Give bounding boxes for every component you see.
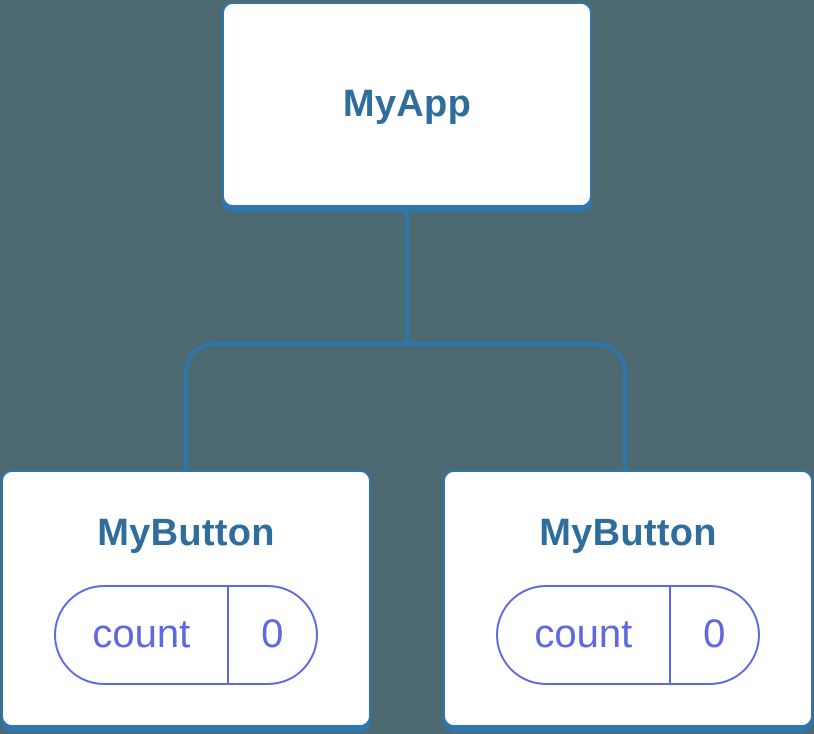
tree-node-mybutton-2: MyButton count 0 (443, 470, 813, 727)
connector-branch-bracket (184, 342, 627, 471)
state-value: 0 (261, 612, 284, 657)
state-key: count (498, 586, 671, 683)
node-label: MyApp (342, 82, 472, 125)
tree-node-mybutton-1: MyButton count 0 (1, 470, 371, 727)
tree-node-myapp: MyApp (222, 2, 592, 207)
node-label: MyButton (97, 512, 275, 555)
node-label: MyButton (539, 512, 717, 555)
state-pill: count 0 (54, 584, 318, 685)
state-key: count (56, 586, 229, 683)
connector-root-stem (405, 211, 409, 343)
state-value: 0 (703, 612, 726, 657)
state-pill: count 0 (496, 584, 760, 685)
